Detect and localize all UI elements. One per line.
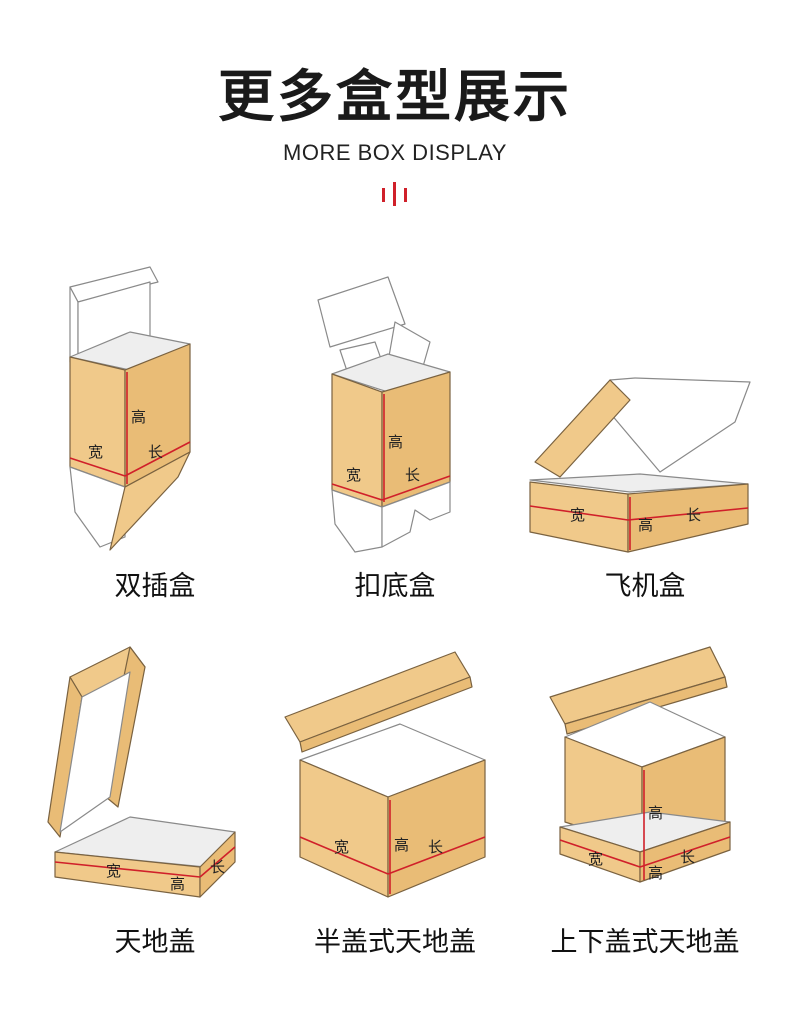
page-subtitle: MORE BOX DISPLAY — [283, 140, 507, 165]
length-label: 长 — [405, 466, 420, 484]
title-accent-marks — [382, 182, 407, 206]
box-card-double-tuck: 高 宽 长 双插盒 — [30, 262, 280, 602]
mailer-box-illustration: 宽 高 长 — [529, 377, 751, 553]
height-label: 高 — [648, 804, 663, 822]
height-label: 高 — [394, 836, 409, 854]
top-bottom-lid-box-illustration: 高 宽 高 长 — [549, 646, 731, 883]
box-caption: 扣底盒 — [354, 571, 436, 602]
double-tuck-box-illustration: 高 宽 长 — [69, 266, 191, 551]
half-lid-box-illustration: 宽 高 长 — [284, 651, 486, 898]
lid-base-box-illustration: 宽 高 长 — [47, 646, 236, 898]
height-label: 高 — [638, 516, 653, 534]
width-label: 宽 — [334, 838, 349, 856]
box-card-lid-base: 宽 高 长 天地盖 — [30, 642, 280, 982]
box-card-mailer: 宽 高 长 飞机盒 — [520, 262, 770, 602]
length-label: 长 — [680, 848, 695, 866]
width-label: 宽 — [346, 466, 361, 484]
length-label: 长 — [148, 443, 163, 461]
width-label: 宽 — [570, 506, 585, 524]
page-title: 更多盒型展示 — [218, 65, 572, 130]
height-label: 高 — [131, 408, 146, 426]
width-label: 宽 — [88, 443, 103, 461]
height-label: 高 — [388, 433, 403, 451]
box-caption: 天地盖 — [114, 927, 196, 958]
length-label: 长 — [210, 858, 225, 876]
box-card-crash-lock-bottom: 高 宽 长 扣底盒 — [270, 262, 520, 602]
box-card-top-bottom-lid: 高 宽 高 长 上下盖式天地盖 — [520, 642, 770, 982]
box-card-half-lid: 宽 高 长 半盖式天地盖 — [270, 642, 520, 982]
height-label-base: 高 — [648, 864, 663, 882]
box-caption: 双插盒 — [114, 571, 196, 602]
length-label: 长 — [428, 838, 443, 856]
crash-lock-box-illustration: 高 宽 长 — [317, 276, 451, 553]
width-label: 宽 — [106, 862, 121, 880]
box-caption: 上下盖式天地盖 — [550, 927, 740, 958]
width-label: 宽 — [588, 850, 603, 868]
length-label: 长 — [686, 506, 701, 524]
box-caption: 半盖式天地盖 — [314, 927, 476, 958]
height-label: 高 — [170, 875, 185, 893]
box-caption: 飞机盒 — [604, 571, 686, 602]
